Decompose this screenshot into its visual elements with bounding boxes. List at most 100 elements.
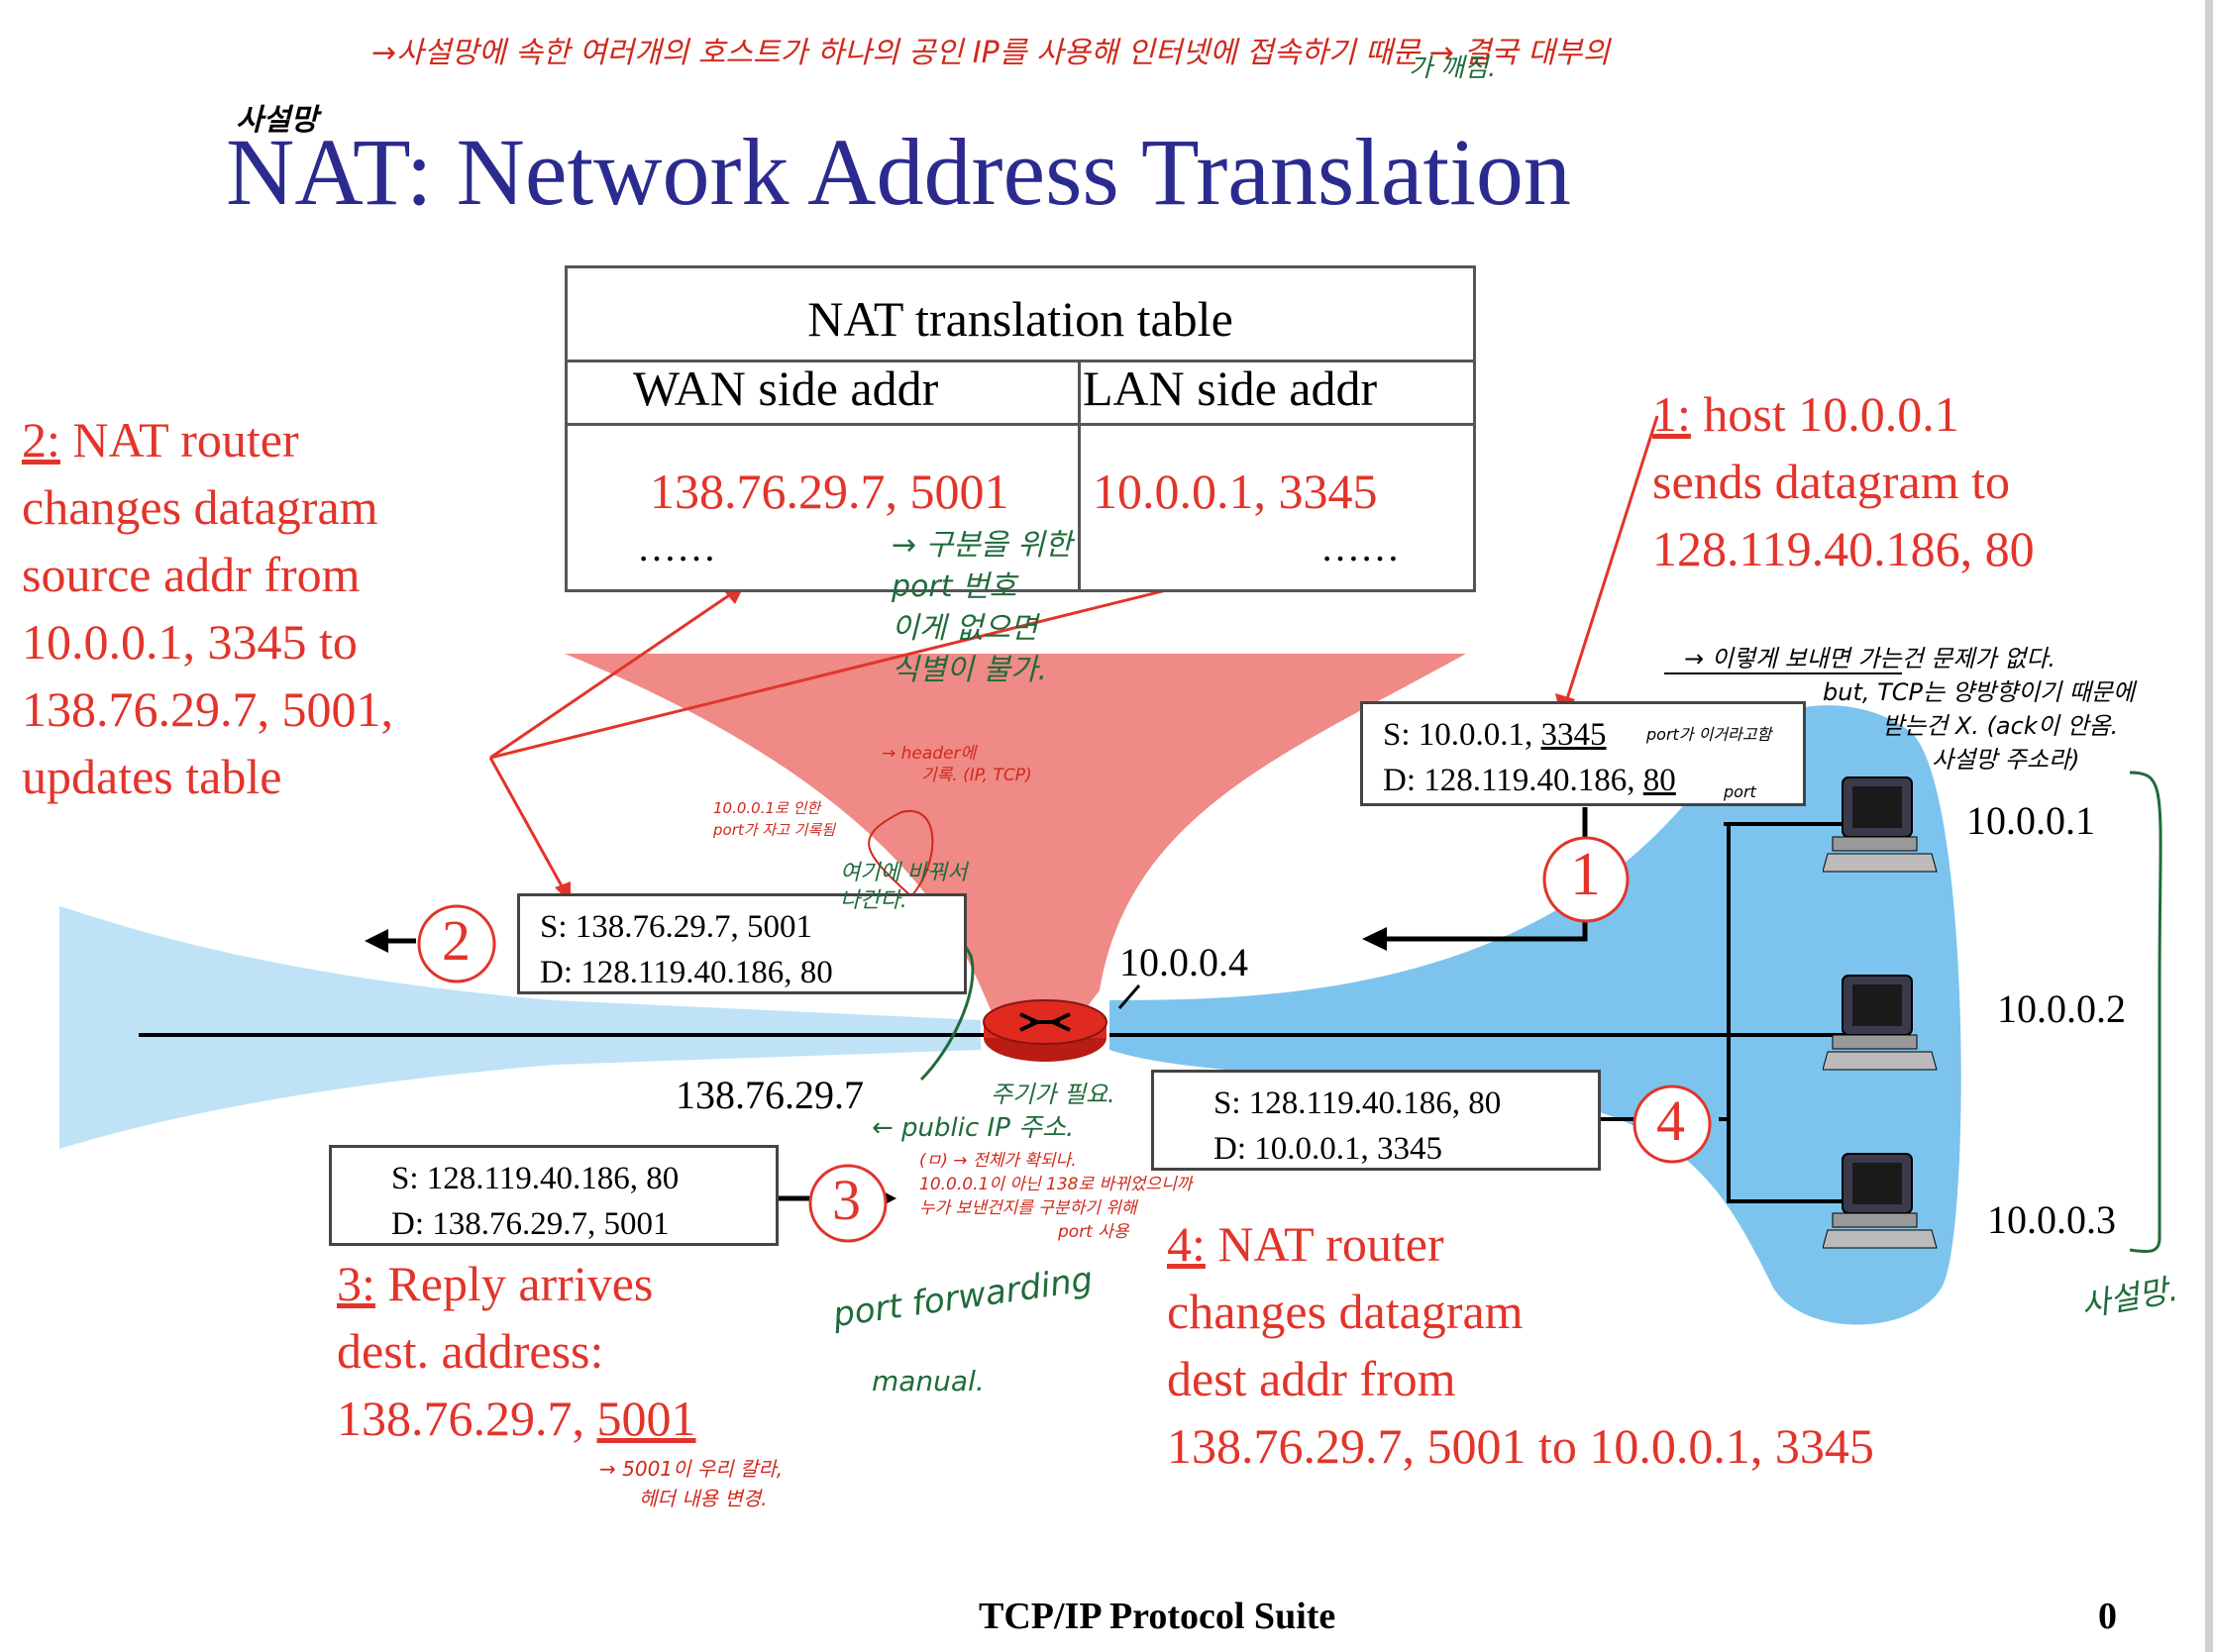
step-4-circle	[1633, 1084, 1712, 1164]
handwritten-title-margin: 사설망	[236, 103, 318, 138]
note-1-line: host 10.0.0.1	[1690, 386, 1959, 442]
hw-line: 기록. (IP, TCP)	[921, 766, 1032, 785]
datagram-3: S: 128.119.40.186, 80 D: 138.76.29.7, 50…	[329, 1145, 779, 1246]
divider	[1078, 360, 1081, 589]
divider	[568, 423, 1473, 426]
note-2-line: source addr from	[22, 547, 361, 602]
page-number: 0	[2098, 1596, 2117, 1637]
datagram-3-source: S: 128.119.40.186, 80	[391, 1161, 680, 1196]
handwritten-host-note: → 이렇게 보내면 가는건 문제가 없다. but, TCP는 양방향이기 때문…	[1684, 642, 2135, 776]
hw-line: 나간다.	[840, 888, 907, 913]
hw-line: port가 자고 기록됨	[713, 821, 836, 839]
divider	[568, 360, 1473, 362]
note-1-number: 1:	[1652, 386, 1691, 442]
wan-funnel	[59, 906, 981, 1149]
scrollbar[interactable]	[2205, 0, 2213, 1652]
nat-translation-table: NAT translation table WAN side addr LAN …	[565, 265, 1476, 592]
note-3-line: Reply arrives	[374, 1256, 654, 1311]
host-2-address: 10.0.0.2	[1997, 986, 2126, 1031]
hw-line: → 구분을 위한	[892, 528, 1073, 563]
footer-title: TCP/IP Protocol Suite	[979, 1596, 1336, 1637]
note-4-line: NAT router	[1205, 1216, 1444, 1272]
note-4-line: 138.76.29.7, 5001 to 10.0.0.1, 3345	[1167, 1418, 1874, 1474]
computer-icon	[1823, 975, 1938, 1071]
handwritten-port-write: 10.0.0.1로 인한 port가 자고 기록됨	[713, 797, 835, 841]
datagram-3-dest: D: 138.76.29.7, 5001	[391, 1206, 670, 1242]
computer-icon	[1823, 776, 1938, 873]
hw-line: port 번호	[892, 569, 1017, 604]
nat-wan-value: 138.76.29.7, 5001	[650, 464, 1009, 519]
hw-line: port 사용	[1058, 1222, 1129, 1242]
note-step-4: 4: NAT router changes datagram dest addr…	[1167, 1210, 1874, 1480]
datagram-1: S: 10.0.0.1, 3345 D: 128.119.40.186, 80	[1360, 701, 1806, 806]
handwritten-manual: manual.	[872, 1365, 985, 1397]
step-1-circle	[1542, 836, 1630, 923]
router-icon	[983, 999, 1107, 1062]
hw-line: 헤더 내용 변경.	[639, 1487, 768, 1510]
hw-line: 받는건 X. (ack이 안옴.	[1882, 712, 2119, 740]
nat-table-heading: NAT translation table	[807, 291, 1233, 347]
hw-line: 식별이 불가.	[892, 653, 1048, 687]
datagram-2-dest: D: 128.119.40.186, 80	[540, 955, 833, 990]
hw-line: → header에	[882, 744, 977, 764]
hw-line: 10.0.0.1로 인한	[713, 799, 821, 817]
note-2-line: updates table	[22, 749, 282, 804]
handwritten-compare-note: 여기에 바꿔서 나간다.	[840, 860, 967, 915]
nat-lan-value: 10.0.0.1, 3345	[1093, 464, 1378, 519]
datagram-1-dest: D: 128.119.40.186,	[1383, 763, 1643, 798]
note-step-3: 3: Reply arrives dest. address: 138.76.2…	[337, 1250, 696, 1452]
datagram-4-source: S: 128.119.40.186, 80	[1213, 1085, 1502, 1121]
hw-line: 사설망 주소라)	[1932, 746, 2080, 774]
note-1-line: sends datagram to	[1652, 454, 2011, 509]
step-2-circle	[417, 904, 496, 983]
handwritten-public-note: ← public IP 주소.	[872, 1113, 1075, 1143]
note-1-line: 128.119.40.186, 80	[1652, 521, 2035, 576]
datagram-2-source: S: 138.76.29.7, 5001	[540, 909, 813, 945]
router-wan-address: 138.76.29.7	[676, 1073, 864, 1117]
nat-wan-more: ……	[637, 525, 716, 569]
hw-line: 10.0.0.1이 아닌 138로 바뀌었으니까	[919, 1175, 1193, 1194]
datagram-4-dest: D: 10.0.0.1, 3345	[1213, 1131, 1442, 1167]
datagram-2: S: 138.76.29.7, 5001 D: 128.119.40.186, …	[517, 893, 967, 994]
note-2-line: 138.76.29.7, 5001,	[22, 681, 393, 737]
nat-translation-cone	[565, 654, 1466, 1030]
datagram-1-dest-port: 80	[1642, 763, 1676, 798]
handwritten-reply-note: (ㅁ) → 전체가 확되나. 10.0.0.1이 아닌 138로 바뀌었으니까 …	[919, 1149, 1192, 1244]
handwritten-title-note-2: 가 깨짐.	[1409, 53, 1497, 83]
handwritten-port-label: port가 이거라고함	[1646, 725, 1772, 744]
hw-line: 여기에 바꿔서	[840, 861, 968, 885]
hw-line: → 5001이 우리 칼라,	[599, 1457, 784, 1481]
handwritten-port-label-2: port	[1724, 782, 1756, 801]
handwritten-port-note: → 구분을 위한 port 번호 이게 없으면 식별이 불가.	[892, 525, 1080, 691]
handwritten-title-note: →사설망에 속한 여러개의 호스트가 하나의 공인 IP를 사용해 인터넷에 접…	[371, 36, 1610, 70]
host-1-address: 10.0.0.1	[1966, 798, 2095, 843]
lan-cloud	[1109, 705, 1961, 1325]
host-3-address: 10.0.0.3	[1987, 1197, 2116, 1242]
step-1-number: 1	[1570, 841, 1601, 908]
nat-col-lan: LAN side addr	[1083, 361, 1378, 416]
handwritten-reply-port-note: → 5001이 우리 칼라, 헤더 내용 변경.	[599, 1454, 783, 1513]
step-3-number: 3	[832, 1168, 861, 1232]
computer-icon	[1823, 1153, 1938, 1249]
step-2-number: 2	[442, 908, 471, 973]
note-2-number: 2:	[22, 412, 60, 467]
step-3-circle	[808, 1164, 888, 1243]
hw-line: (ㅁ) → 전체가 확되나.	[919, 1151, 1077, 1171]
note-3-port: 5001	[596, 1391, 696, 1446]
hw-line: → 이렇게 보내면 가는건 문제가 없다.	[1684, 645, 2056, 672]
handwritten-needs-note: 주기가 필요.	[991, 1081, 1115, 1108]
note-step-2: 2: NAT router changes datagram source ad…	[22, 406, 393, 810]
datagram-4: S: 128.119.40.186, 80 D: 10.0.0.1, 3345	[1151, 1070, 1601, 1171]
note-3-line: dest. address:	[337, 1323, 604, 1379]
note-4-number: 4:	[1167, 1216, 1206, 1272]
note-3-number: 3:	[337, 1256, 375, 1311]
note-4-line: dest addr from	[1167, 1351, 1456, 1406]
nat-col-wan: WAN side addr	[633, 361, 939, 416]
note-step-1: 1: host 10.0.0.1 sends datagram to 128.1…	[1652, 380, 2035, 582]
note-2-line: NAT router	[59, 412, 299, 467]
datagram-1-source: S: 10.0.0.1,	[1383, 717, 1541, 753]
step-4-number: 4	[1656, 1088, 1685, 1153]
handwritten-header-note: → header에 기록. (IP, TCP)	[882, 743, 1032, 786]
note-4-line: changes datagram	[1167, 1284, 1524, 1339]
